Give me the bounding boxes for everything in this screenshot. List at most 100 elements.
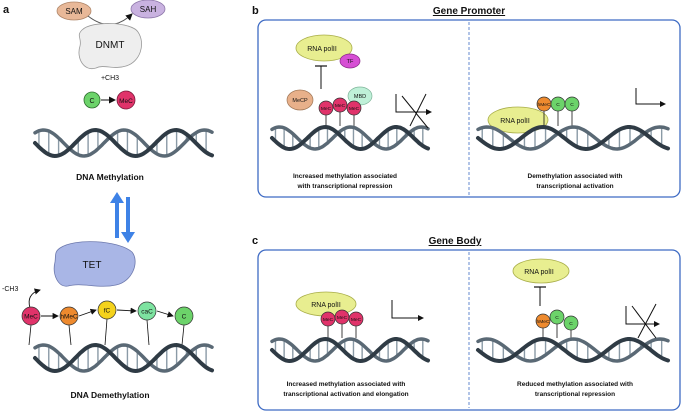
node-label: hMeC (60, 314, 78, 321)
tet-label: TET (83, 260, 102, 271)
mark-label: C (555, 315, 559, 321)
tet-enzyme (53, 241, 136, 287)
dna-strand (476, 337, 670, 363)
hmec-node (59, 306, 79, 326)
mark-stem (181, 324, 185, 346)
demethylation-chain: MeC hMeC fC caC C (21, 300, 194, 346)
dna-strand (33, 342, 214, 374)
mec-mark (346, 100, 362, 116)
mecp-label: MeCP (292, 98, 308, 104)
mec-node (116, 90, 136, 110)
rna-polii-b-left (295, 34, 353, 62)
dnmt-label: DNMT (96, 40, 125, 51)
sam-to-sah-arrow (87, 13, 133, 25)
mec-mark (318, 100, 334, 116)
mark-stem (28, 324, 32, 346)
mecp-protein (286, 89, 314, 111)
promoter-left-caption-1: Increased methylation associated (293, 173, 397, 180)
tf-label: TF (347, 59, 354, 65)
gene-body-title: Gene Body (429, 236, 482, 247)
node-label: MeC (24, 314, 38, 321)
mark-label: MeC (321, 106, 332, 112)
mec-mark (348, 311, 364, 327)
sam-label: SAM (65, 7, 83, 16)
mark-stem (146, 319, 150, 346)
transcription-active-icon (391, 300, 424, 321)
cytosine-node (83, 91, 101, 109)
panel-a-letter: a (3, 4, 10, 16)
dna-strand (476, 125, 670, 151)
sah-label: SAH (140, 5, 157, 14)
reversible-arrows (110, 192, 135, 243)
transcription-blocked-icon (625, 303, 660, 339)
mark-label: MeC (323, 317, 334, 323)
c-mark (564, 96, 580, 112)
dna-strand (270, 124, 430, 152)
c-mark (549, 309, 565, 325)
dna-helix (270, 124, 430, 152)
dna-strand (33, 343, 214, 373)
dna-helix (33, 342, 214, 374)
dna-helix (476, 124, 670, 152)
dna-demethylation-caption: DNA Demethylation (70, 390, 149, 400)
promoter-right-caption-1: Demethylation associated with (528, 173, 623, 180)
body-left-caption-2: transcriptional activation and elongatio… (283, 391, 408, 398)
mark-stem (104, 318, 108, 346)
inhibition-mark (534, 286, 546, 306)
dnmt-enzyme (78, 23, 142, 70)
mbd-label: MBD (354, 94, 366, 100)
chain-arrow (156, 310, 174, 318)
methyl-remove-label: -CH3 (2, 286, 18, 293)
transcription-blocked-icon (395, 93, 432, 129)
dna-methylation-caption: DNA Methylation (76, 172, 144, 182)
gene-promoter-frame (257, 19, 681, 198)
demethylation-loss-arrow (28, 288, 41, 309)
node-label: fC (104, 308, 111, 315)
dna-helix (270, 336, 430, 364)
node-label: C (182, 314, 187, 321)
methyl-add-label: +CH3 (101, 75, 119, 82)
dna-strand (33, 128, 214, 158)
mark-label: MeC (337, 315, 348, 321)
rna-polii-label: RNA polII (311, 302, 341, 309)
rna-polii-label: RNA polII (500, 118, 530, 125)
dna-strand (476, 336, 670, 364)
gene-body-frame (257, 249, 681, 411)
rna-polii-label: RNA polII (524, 269, 554, 276)
dna-helix (476, 336, 670, 364)
rna-polii-label: RNA polII (307, 46, 337, 53)
hmec-mark (535, 313, 551, 329)
panel-a: a SAM SAH DNMT +CH3 C MeC DNA Methylatio… (2, 0, 214, 400)
mark-label: C (570, 102, 574, 108)
node-label: caC (141, 309, 153, 316)
sah-molecule (130, 0, 166, 19)
mec-node (21, 306, 41, 326)
mark-label: hMeC (536, 319, 550, 325)
dna-strand (33, 127, 214, 159)
mark-label: MeC (351, 317, 362, 323)
rna-polii-c-right (512, 258, 570, 284)
body-right-caption-2: transcriptional repression (535, 391, 615, 398)
promoter-left-caption-2: with transcriptional repression (297, 183, 393, 190)
rna-polii-b-right (487, 106, 549, 134)
dna-strand (270, 336, 430, 364)
fc-node (97, 300, 117, 320)
dna-strand (270, 125, 430, 151)
chain-arrow (116, 307, 137, 314)
tf-protein (339, 53, 361, 69)
mark-stem (68, 324, 72, 346)
cac-node (137, 301, 157, 321)
c-mark (563, 315, 579, 331)
gene-promoter-title: Gene Promoter (433, 6, 505, 17)
promoter-right-caption-2: transcriptional activation (536, 183, 613, 190)
panel-b-letter: b (252, 5, 259, 17)
dna-strand (476, 124, 670, 152)
c-node (174, 306, 194, 326)
panel-c-letter: c (252, 235, 258, 247)
mark-label: MeC (349, 106, 360, 112)
